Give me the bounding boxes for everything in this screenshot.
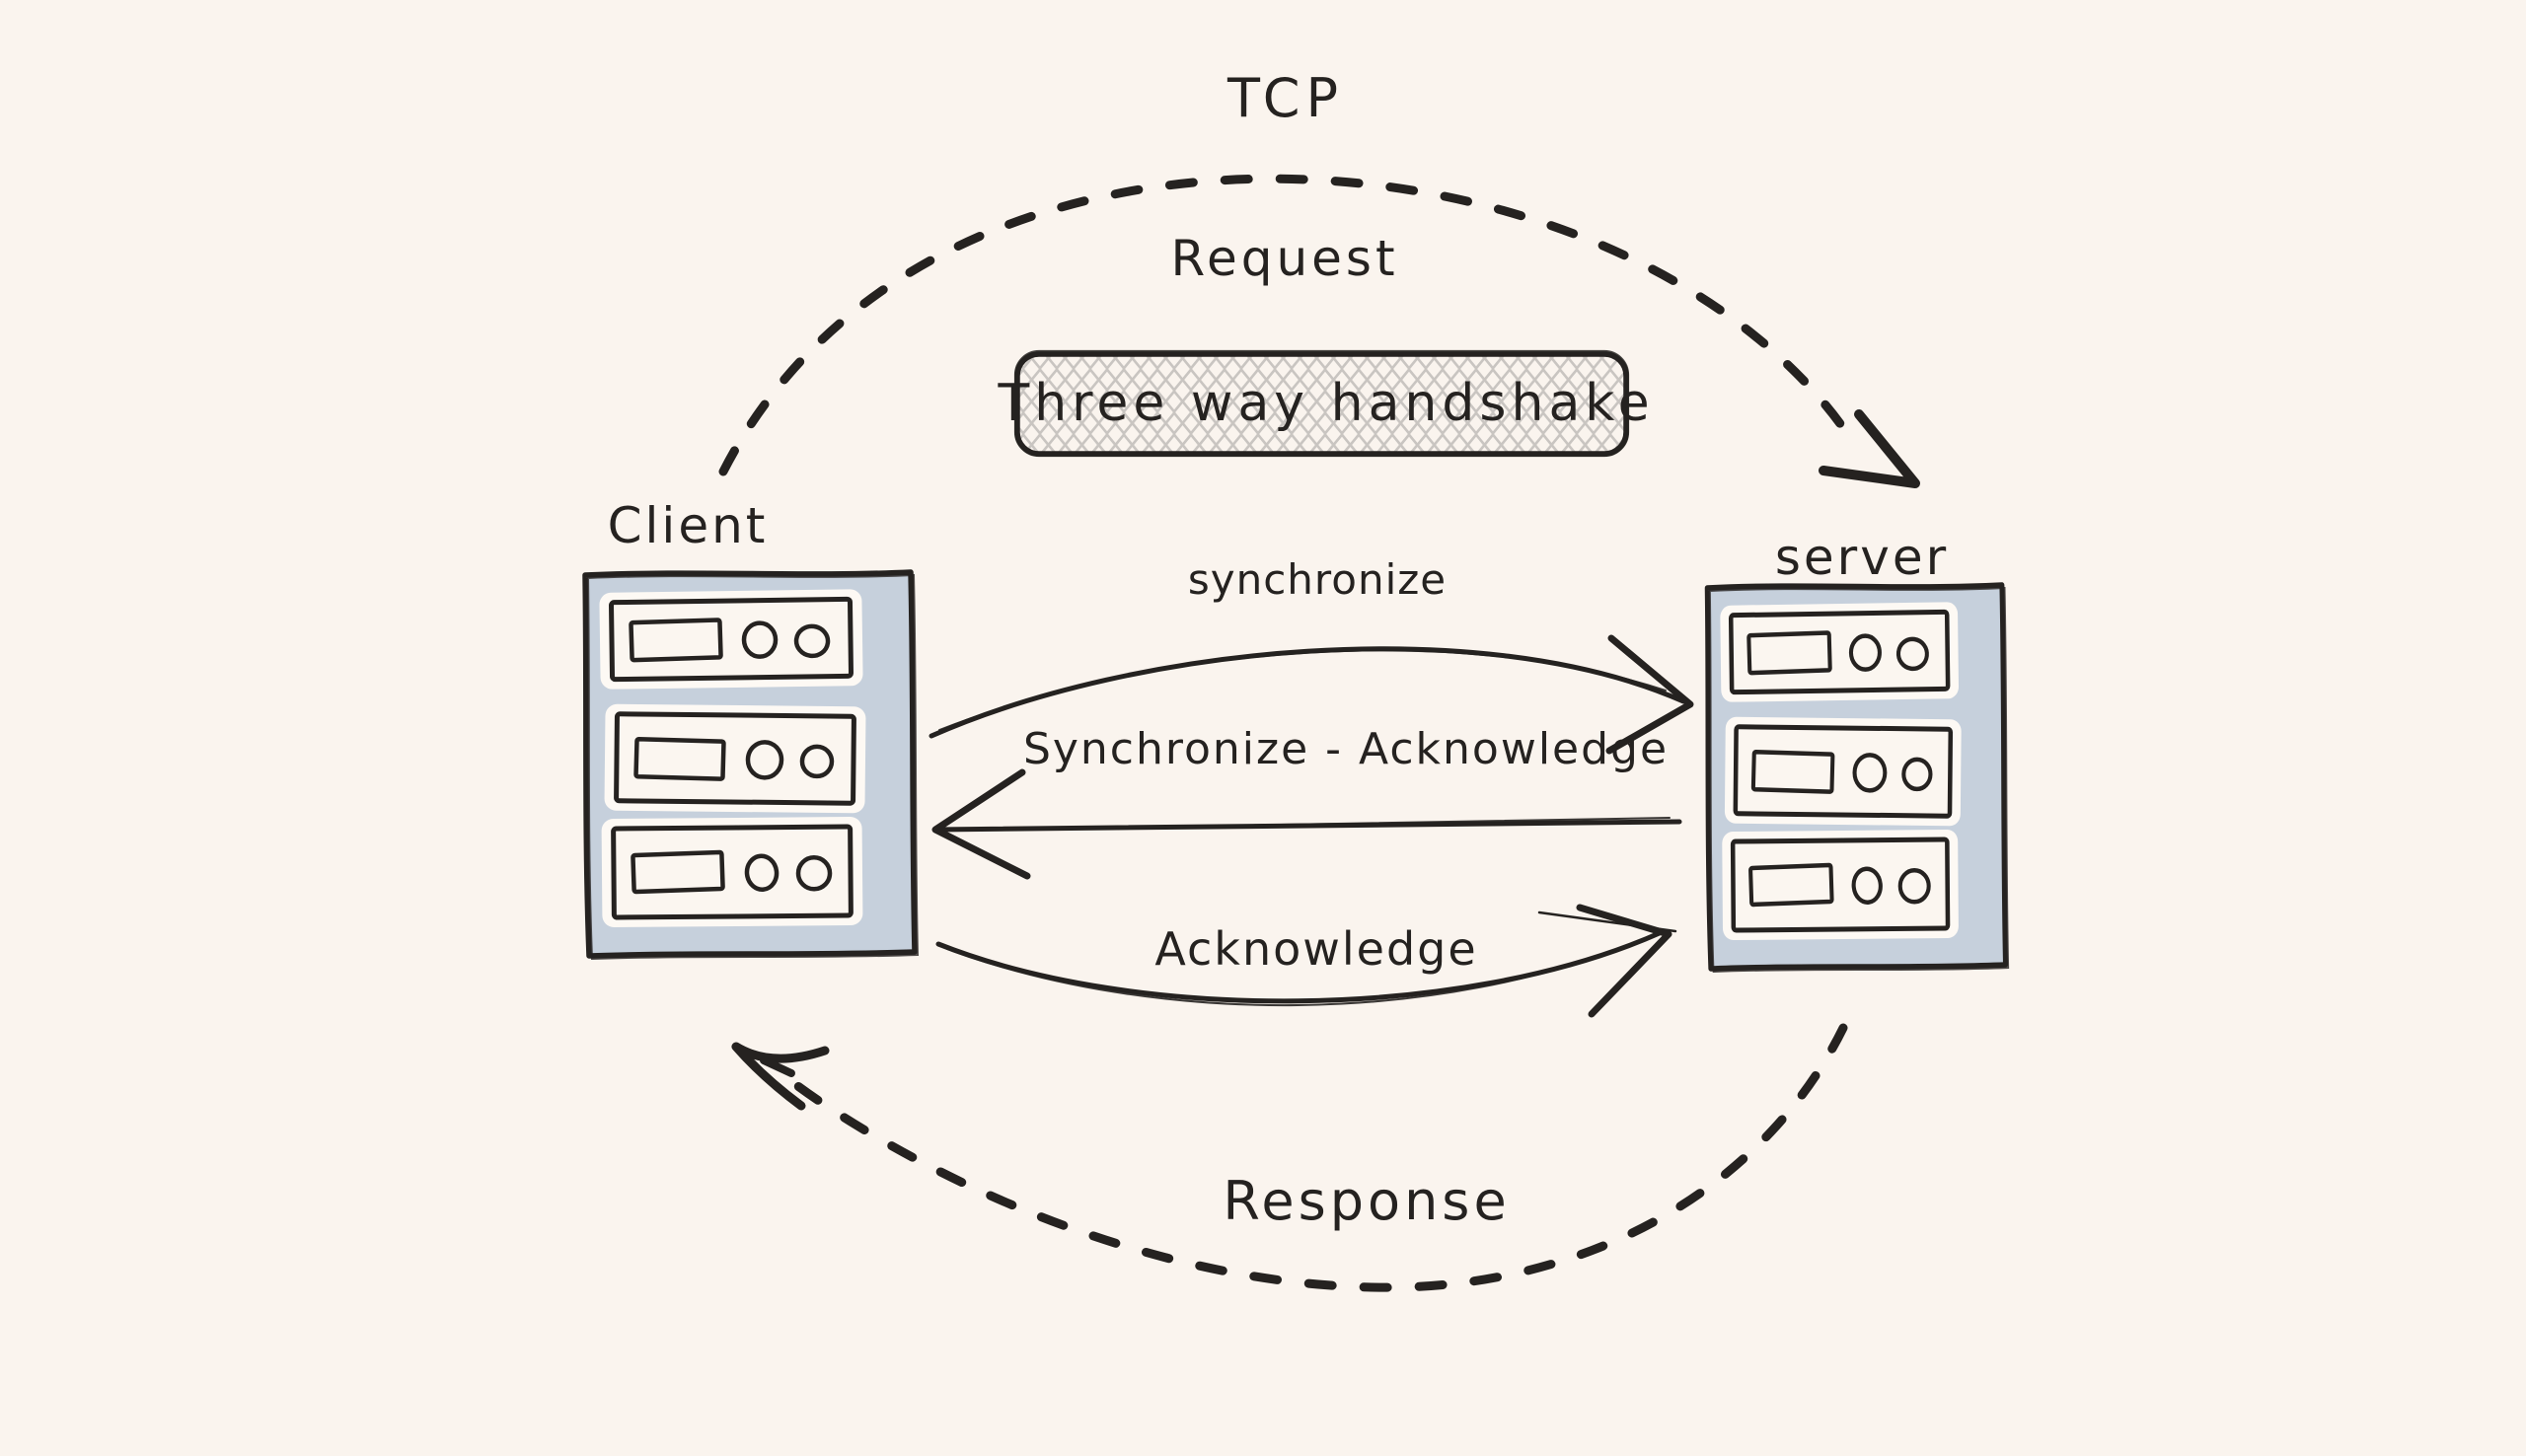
acknowledge-arrow xyxy=(935,904,1677,1018)
client-server-rack-icon xyxy=(585,572,918,959)
tcp-label: TCP xyxy=(1226,67,1345,129)
handshake-annotation-box xyxy=(1013,349,1630,458)
tcp-request-arrow xyxy=(718,174,1920,488)
synchronize-arrow xyxy=(929,634,1694,755)
acknowledge-label: Acknowledge xyxy=(1154,922,1478,976)
syn-ack-label: Synchronize - Acknowledge xyxy=(1022,724,1670,774)
arrowhead-to-server xyxy=(1819,409,1920,488)
syn-ack-arrow xyxy=(931,768,1682,880)
arrowhead-right xyxy=(1576,904,1672,1018)
response-arrow xyxy=(731,1023,1848,1292)
arrowhead-right xyxy=(1605,634,1694,755)
synchronize-label: synchronize xyxy=(1187,555,1448,604)
server-node-label: server xyxy=(1774,529,1950,586)
request-label: Request xyxy=(1170,230,1399,287)
server-server-rack-icon xyxy=(1707,585,2008,972)
client-node-label: Client xyxy=(607,497,769,554)
response-label: Response xyxy=(1223,1170,1511,1232)
arrowhead-to-client xyxy=(731,1042,830,1111)
handshake-box-label: Three way handshake xyxy=(998,374,1655,433)
arrowhead-left xyxy=(931,768,1031,880)
